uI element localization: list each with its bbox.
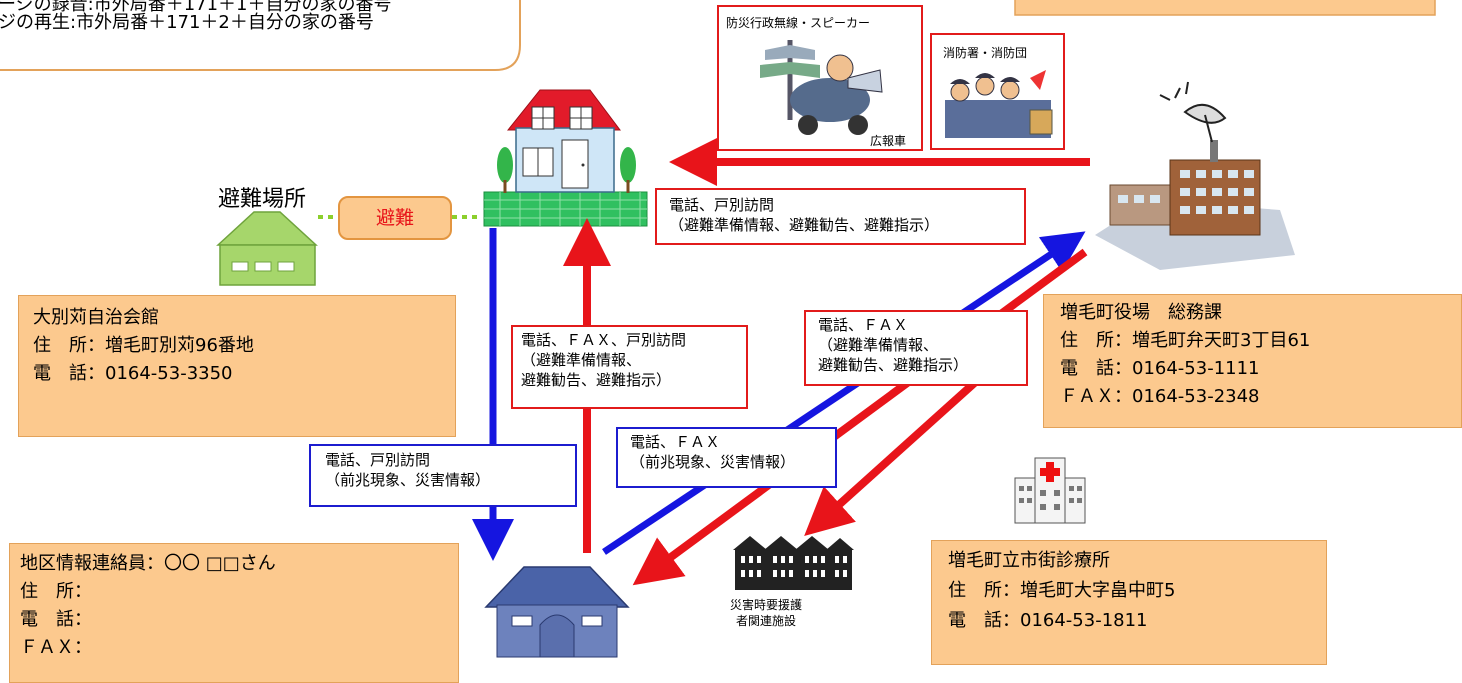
- care-facility-icon: [733, 536, 854, 590]
- firefighters-icon: [945, 70, 1053, 138]
- clinic-info-box: 増毛町立市街診療所 住 所：増毛町大字畠中町5 電 話：0164-53-1811: [931, 540, 1327, 665]
- town-office-building-icon: [1095, 81, 1295, 270]
- shelter-address: 住 所：増毛町別苅96番地: [33, 335, 254, 356]
- town-office-name: 増毛町役場 総務課: [1060, 302, 1222, 323]
- town-office-address: 住 所：増毛町弁天町3丁目61: [1060, 330, 1311, 351]
- radio-label: 防災行政無線・スピーカー: [726, 16, 871, 30]
- clinic-name: 増毛町立市街診療所: [948, 550, 1110, 571]
- clinic-building-icon: [1014, 457, 1086, 524]
- fire-label: 消防署・消防団: [943, 46, 1028, 60]
- msg-liaison-to-office: 電話、ＦＡＸ （前兆現象、災害情報）: [616, 427, 837, 488]
- shelter-title: 避難場所: [218, 187, 307, 212]
- note-line-1: ージの録音:市外局番＋171＋1＋自分の家の番号: [0, 0, 392, 15]
- liaison-fax: ＦＡＸ：: [20, 637, 92, 658]
- arrow-office-to-facility: [804, 357, 1003, 537]
- msg-office-to-home: 電話、戸別訪問 （避難準備情報、避難勧告、避難指示）: [655, 188, 1026, 245]
- home-house-icon: [483, 89, 648, 227]
- car-label: 広報車: [870, 134, 907, 148]
- facility-label: 災害時要援護 者関連施設: [730, 598, 803, 628]
- arrow-liaison-to-office: [602, 231, 1086, 555]
- shelter-name: 大別苅自治会館: [33, 307, 159, 328]
- liaison-info-box: 地区情報連絡員：〇〇 □□さん 住 所： 電 話： ＦＡＸ：: [9, 543, 459, 683]
- msg-home-to-liaison: 電話、戸別訪問 （前兆現象、災害情報）: [309, 444, 577, 507]
- note-line-2: ジの再生:市外局番＋171＋2＋自分の家の番号: [0, 12, 374, 33]
- town-office-info-box: 増毛町役場 総務課 住 所：増毛町弁天町3丁目61 電 話：0164-53-11…: [1043, 294, 1462, 428]
- liaison-address: 住 所：: [20, 581, 92, 602]
- clinic-phone: 電 話：0164-53-1811: [948, 610, 1148, 631]
- town-office-fax: ＦＡＸ：0164-53-2348: [1060, 386, 1260, 407]
- msg-office-to-liaison: 電話、ＦＡＸ （避難準備情報、 避難勧告、避難指示）: [804, 310, 1028, 386]
- clinic-address: 住 所：増毛町大字畠中町5: [948, 580, 1176, 601]
- liaison-house-icon: [484, 566, 630, 658]
- evacuate-pill: 避難: [338, 196, 452, 240]
- shelter-house-icon: [216, 211, 318, 286]
- liaison-title: 地区情報連絡員：〇〇 □□さん: [20, 553, 276, 574]
- speaker-truck-icon: [760, 40, 883, 135]
- shelter-info-box: 大別苅自治会館 住 所：増毛町別苅96番地 電 話：0164-53-3350: [18, 295, 456, 437]
- msg-liaison-to-home: 電話、ＦＡＸ、戸別訪問 （避難準備情報、 避難勧告、避難指示）: [511, 325, 748, 409]
- liaison-phone: 電 話：: [20, 609, 92, 630]
- top-right-box: [1014, 0, 1436, 16]
- shelter-phone: 電 話：0164-53-3350: [33, 363, 233, 384]
- arrow-office-to-liaison: [632, 248, 1088, 586]
- note-bubble: [0, 0, 521, 71]
- town-office-phone: 電 話：0164-53-1111: [1060, 358, 1260, 379]
